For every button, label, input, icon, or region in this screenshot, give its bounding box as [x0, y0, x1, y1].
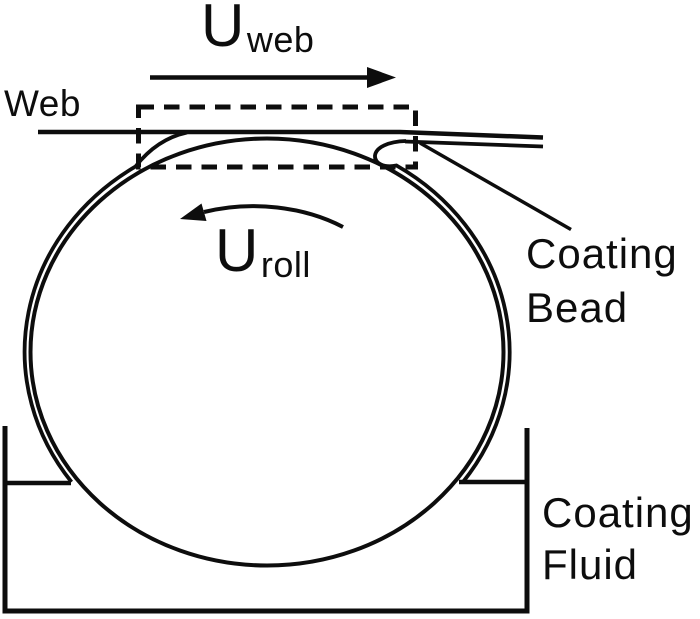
web-line: [38, 129, 544, 140]
u-roll-arrow-head: [180, 203, 207, 221]
coating-fluid-label: Coating Fluid: [542, 487, 694, 591]
u-web-symbol: U: [201, 0, 245, 59]
upstream-meniscus-and-left-film: [22, 130, 188, 484]
coating-bead-box: [136, 104, 418, 170]
coating-bead-label-line2: Bead: [526, 284, 629, 331]
roller-circle: [28, 136, 506, 568]
u-roll-symbol: U: [215, 217, 259, 284]
coating-fluid-label-line1: Coating: [542, 489, 694, 536]
u-roll-subscript: roll: [260, 244, 311, 285]
downstream-meniscus-and-right-film: [373, 139, 512, 484]
u-roll-label: Uroll: [215, 220, 311, 290]
coating-bead-pointer-line: [419, 141, 572, 232]
coating-bead-label: Coating Bead: [526, 227, 678, 335]
u-roll-arrow-shaft: [203, 204, 344, 229]
web-label: Web: [4, 83, 81, 124]
tank-outline: [2, 426, 530, 614]
coating-bead-label-line1: Coating: [526, 230, 678, 277]
coating-fluid-label-line2: Fluid: [542, 541, 639, 588]
u-web-label: Uweb: [201, 0, 314, 65]
u-web-arrow-head: [367, 67, 396, 88]
coated-web-film-line: [404, 139, 544, 149]
u-web-subscript: web: [246, 19, 315, 60]
